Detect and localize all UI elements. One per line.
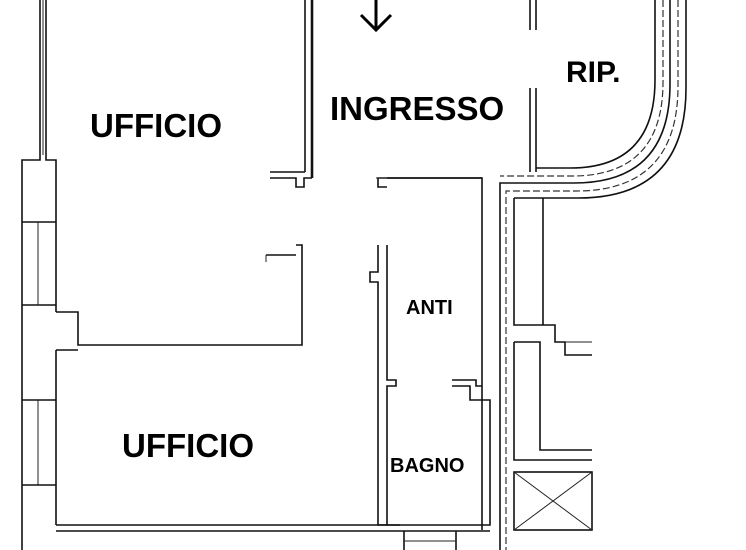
room-label-ingresso: INGRESSO bbox=[330, 90, 504, 127]
room-label-ufficio-top: UFFICIO bbox=[90, 107, 222, 144]
ufficio-top-walls bbox=[56, 244, 303, 351]
anti-bagno-walls bbox=[56, 177, 491, 550]
right-structure bbox=[513, 198, 593, 531]
room-label-bagno: BAGNO bbox=[390, 455, 464, 477]
curved-boundary bbox=[499, 0, 687, 550]
ingresso-partition bbox=[270, 0, 314, 188]
ripostiglio-walls bbox=[529, 0, 537, 172]
room-label-ufficio-bottom: UFFICIO bbox=[122, 427, 254, 464]
room-label-ripostiglio: RIP. bbox=[566, 56, 620, 89]
room-label-anti: ANTI bbox=[406, 297, 453, 319]
left-exterior-wall bbox=[21, 0, 57, 550]
arrow-down-icon bbox=[359, 0, 393, 33]
